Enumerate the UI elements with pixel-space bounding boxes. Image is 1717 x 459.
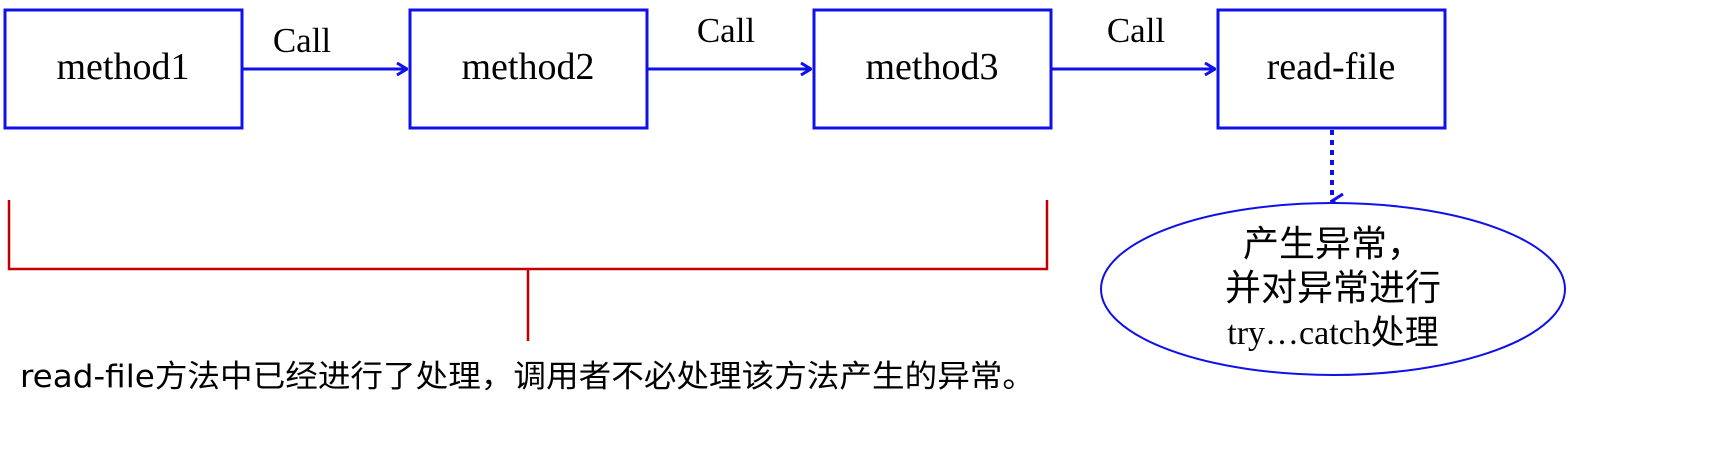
exception-node: 产生异常， 并对异常进行 try…catch处理 bbox=[1100, 202, 1566, 376]
caller-bracket bbox=[7, 200, 1049, 341]
method3-box bbox=[812, 8, 1053, 130]
caption-text: read-file方法中已经进行了处理，调用者不必处理该方法产生的异常。 bbox=[20, 359, 1035, 395]
call-arrow-1: Call bbox=[242, 21, 407, 69]
method2-box bbox=[408, 8, 649, 130]
exception-ellipse bbox=[1100, 202, 1566, 376]
method1-box bbox=[3, 8, 244, 130]
method3-label: method3 bbox=[866, 46, 999, 88]
read-file-node: read-file bbox=[1216, 8, 1447, 130]
call-arrow-3: Call bbox=[1051, 11, 1215, 69]
exception-line-1: 产生异常， bbox=[1243, 224, 1423, 265]
method2-node: method2 bbox=[408, 8, 649, 130]
call-label-2: Call bbox=[697, 11, 756, 50]
call-arrow-2: Call bbox=[647, 11, 811, 69]
call-label-1: Call bbox=[273, 21, 332, 60]
read-file-label: read-file bbox=[1267, 46, 1396, 88]
method2-label: method2 bbox=[462, 46, 595, 88]
call-label-3: Call bbox=[1107, 11, 1166, 50]
bracket-shape bbox=[7, 200, 1049, 271]
method1-label: method1 bbox=[57, 46, 190, 88]
exception-line-3: try…catch处理 bbox=[1227, 315, 1439, 352]
method1-node: method1 bbox=[3, 8, 244, 130]
read-file-box bbox=[1216, 8, 1447, 130]
method3-node: method3 bbox=[812, 8, 1053, 130]
exception-line-2: 并对异常进行 bbox=[1225, 268, 1441, 309]
